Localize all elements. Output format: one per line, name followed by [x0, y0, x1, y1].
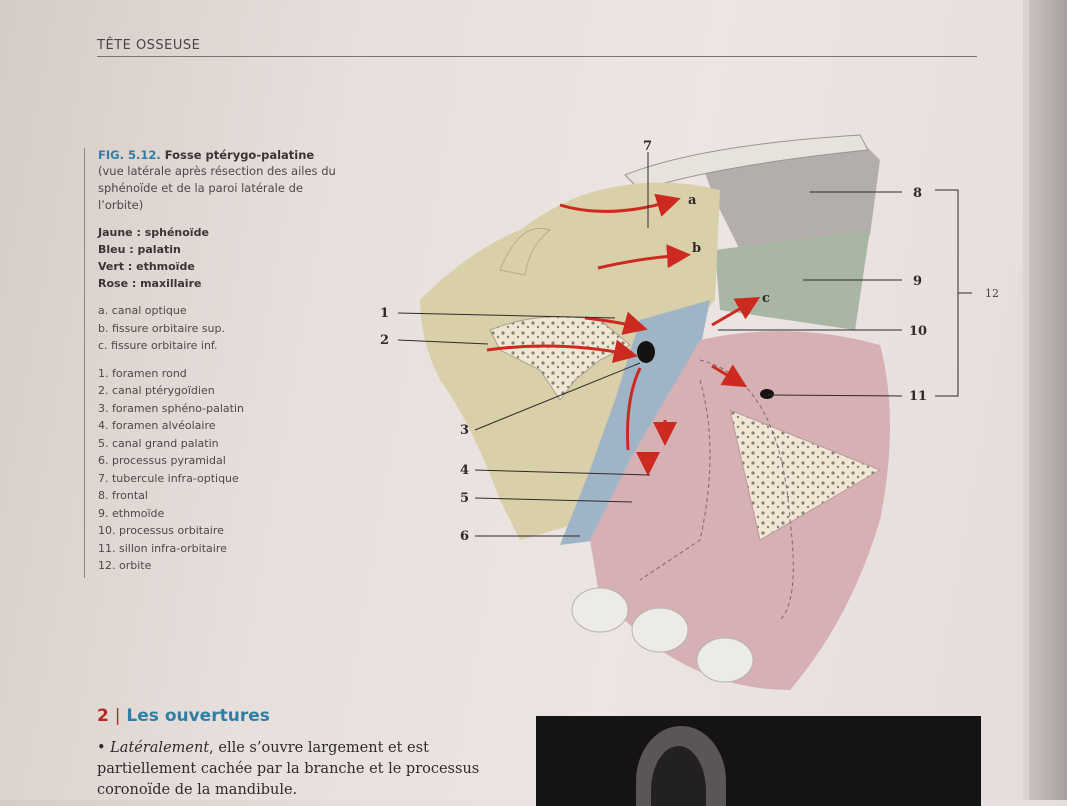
maxilla-section [729, 409, 882, 541]
figure-description: (vue latérale après résection des ailes … [98, 164, 336, 212]
label-9: 9 [913, 274, 922, 289]
header-rule [97, 56, 977, 57]
color-key-item: Bleu : palatin [98, 243, 181, 256]
color-key-item: Jaune : sphénoïde [98, 226, 209, 239]
label-8: 8 [913, 186, 922, 201]
page-edge [1025, 0, 1067, 800]
label-5: 5 [460, 491, 469, 506]
arrow-11 [711, 364, 748, 388]
structure-item: 10. processus orbitaire [98, 524, 224, 537]
infraorbital-groove [760, 389, 774, 399]
opening-item: b. fissure orbitaire sup. [98, 321, 226, 335]
color-key-item: Vert : ethmoïde [98, 260, 195, 273]
label-1: 1 [380, 306, 389, 321]
label-a: a [688, 193, 697, 208]
structure-item: 12. orbite [98, 559, 152, 572]
openings-list: a. canal optique b. fissure orbitaire su… [98, 302, 348, 355]
section-heading: 2 | Les ouvertures [97, 706, 270, 726]
body-text: , elle s’ouvre largement et est partiell… [97, 740, 480, 798]
opening-item: a. canal optique [98, 304, 187, 317]
section-title: Les ouvertures [126, 706, 270, 726]
figure-title: FIG. 5.12. Fosse ptérygo-palatine [98, 148, 348, 163]
label-2: 2 [380, 333, 389, 348]
section-bar: | [114, 706, 121, 726]
structure-item: 3. foramen sphéno-palatin [98, 401, 244, 415]
section-number: 2 [97, 706, 109, 726]
skull-rim [624, 134, 869, 191]
structure-item: 9. ethmoïde [98, 506, 165, 520]
color-key-item: Rose : maxillaire [98, 277, 202, 290]
tooth [571, 587, 629, 633]
color-key: Jaune : sphénoïde Bleu : palatin Vert : … [98, 224, 348, 292]
body-paragraph: • Latéralement, elle s’ouvre largement e… [97, 738, 507, 801]
structure-item: 11. sillon infra-orbitaire [98, 541, 227, 555]
leader-lines [397, 152, 972, 537]
tooth [696, 637, 754, 683]
label-3: 3 [460, 423, 469, 438]
label-12: 12 [985, 287, 999, 300]
structure-item: 6. processus pyramidal [98, 454, 226, 467]
arrow-2 [486, 339, 638, 364]
label-4: 4 [460, 463, 469, 478]
label-c: c [762, 291, 770, 306]
sphenoid-clinoid [499, 228, 552, 276]
label-11: 11 [909, 389, 927, 404]
structure-item: 7. tubercule infra-optique [98, 471, 239, 485]
arrow-1 [584, 311, 648, 335]
arrow-c [711, 296, 761, 327]
running-head: TÊTE OSSEUSE [97, 38, 201, 53]
structure-item: 4. foramen alvéolaire [98, 419, 216, 432]
structures-list: 1. foramen rond 2. canal ptérygoïdien 3.… [98, 365, 348, 575]
structure-item: 1. foramen rond [98, 366, 187, 380]
tooth [631, 607, 689, 653]
label-b: b [692, 241, 701, 256]
label-6: 6 [460, 529, 469, 544]
arrow-3 [626, 367, 642, 451]
opening-item: c. fissure orbitaire inf. [98, 339, 218, 352]
structure-item: 5. canal grand palatin [98, 436, 219, 450]
sphenopalatine-foramen [637, 341, 655, 363]
palatine-bone [560, 300, 710, 545]
arrow-a [559, 193, 681, 217]
figure-caption: FIG. 5.12. Fosse ptérygo-palatine (vue l… [84, 148, 348, 578]
figure-number: FIG. 5.12. [98, 148, 161, 162]
page-edge-inner [1023, 0, 1029, 800]
body-lead: Latéralement [110, 740, 210, 756]
figure-title-text: Fosse ptérygo-palatine [164, 148, 315, 162]
frontal-bone [700, 140, 880, 250]
radiograph-image [536, 716, 981, 806]
arrow-b [597, 244, 691, 270]
structure-item: 8. frontal [98, 489, 148, 502]
label-10: 10 [909, 324, 927, 339]
bullet: • [97, 740, 106, 756]
label-7: 7 [643, 139, 652, 154]
structure-item: 2. canal ptérygoïdien [98, 384, 215, 397]
